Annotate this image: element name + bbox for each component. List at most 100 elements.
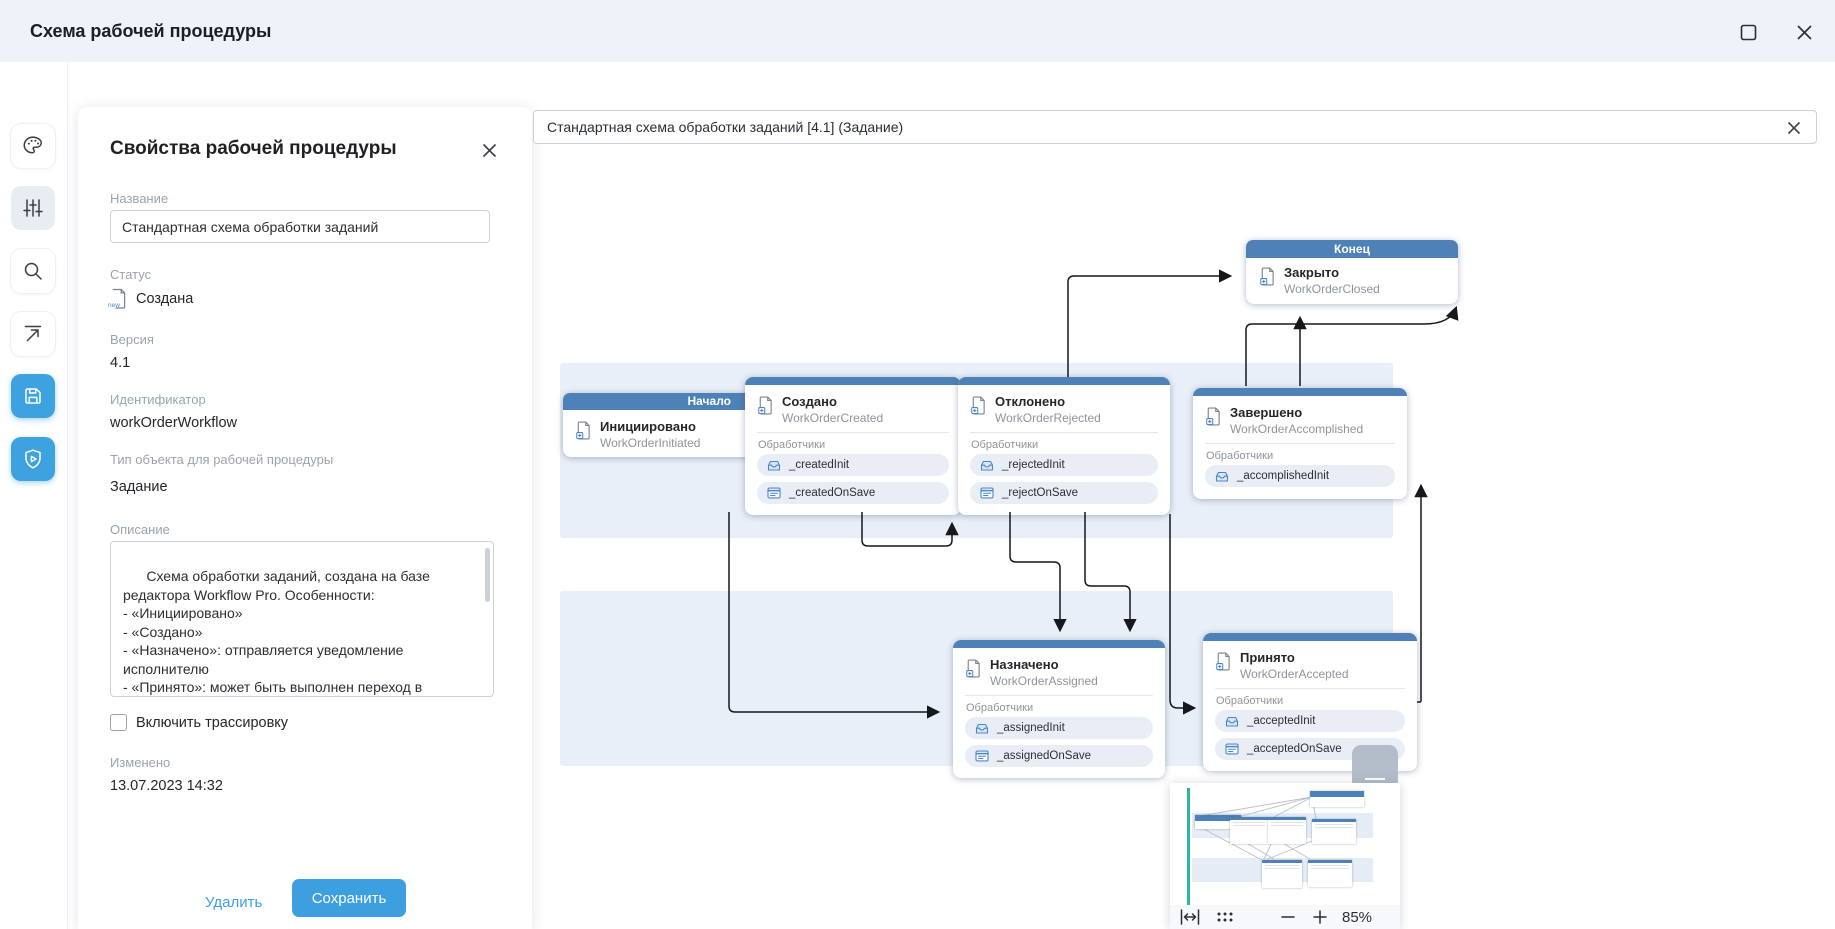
- minimap-node: [1308, 860, 1352, 887]
- validate-button[interactable]: [11, 437, 55, 481]
- export-button[interactable]: [11, 312, 55, 356]
- close-icon: [482, 143, 497, 158]
- handler-name: _assignedInit: [997, 722, 1065, 734]
- trace-checkbox[interactable]: [110, 714, 127, 731]
- node-assigned[interactable]: Назначено WorkOrderAssigned Обработчики …: [953, 640, 1165, 778]
- save-handler-icon: [767, 487, 781, 499]
- node-state: Создано: [782, 394, 883, 409]
- handler-name: _acceptedOnSave: [1247, 743, 1342, 755]
- plus-icon: [1312, 909, 1328, 925]
- close-icon: [1787, 121, 1801, 135]
- node-created[interactable]: Создано WorkOrderCreated Обработчики _cr…: [745, 377, 961, 515]
- tool-rail: [0, 62, 68, 929]
- handlers-label: Обработчики: [1193, 444, 1407, 465]
- handler-name: _createdInit: [789, 459, 849, 471]
- modified-label: Изменено: [110, 755, 170, 770]
- trace-checkbox-label: Включить трассировку: [136, 715, 288, 731]
- node-code: WorkOrderAccepted: [1240, 667, 1349, 681]
- node-state: Принято: [1240, 650, 1349, 665]
- handler-name: _rejectedInit: [1002, 459, 1065, 471]
- save-handler-icon: [980, 487, 994, 499]
- node-code: WorkOrderAccomplished: [1230, 422, 1363, 436]
- grid-button[interactable]: [1216, 910, 1234, 924]
- description-label: Описание: [110, 522, 170, 537]
- zoom-in-button[interactable]: [1312, 909, 1328, 925]
- handlers-label: Обработчики: [953, 696, 1165, 717]
- minimap-node: [1268, 817, 1306, 844]
- diagram-tab-close-button[interactable]: [1784, 118, 1804, 138]
- handler-chip[interactable]: _acceptedInit: [1215, 710, 1405, 732]
- window-header: Схема рабочей процедуры: [0, 0, 1835, 62]
- handler-chip[interactable]: _createdOnSave: [757, 482, 949, 504]
- init-handler-icon: [767, 459, 781, 472]
- delete-button[interactable]: Удалить: [205, 894, 262, 911]
- init-handler-icon: [1225, 715, 1239, 728]
- handlers-label: Обработчики: [958, 433, 1170, 454]
- edge-accepted-to-accomplished: [1417, 486, 1421, 702]
- state-doc-icon: [576, 421, 591, 440]
- save-button[interactable]: [11, 374, 55, 418]
- save-handler-icon: [1225, 743, 1239, 755]
- state-doc-icon: [971, 396, 986, 415]
- handler-name: _accomplishedInit: [1237, 470, 1329, 482]
- modified-value: 13.07.2023 14:32: [110, 778, 223, 794]
- node-accomplished[interactable]: Завершено WorkOrderAccomplished Обработч…: [1193, 388, 1407, 499]
- state-doc-icon: [1206, 407, 1221, 426]
- handler-name: _assignedOnSave: [997, 750, 1091, 762]
- palette-button[interactable]: [11, 124, 55, 168]
- close-button[interactable]: [1792, 20, 1816, 44]
- node-rejected[interactable]: Отклонено WorkOrderRejected Обработчики …: [958, 377, 1170, 515]
- handler-chip[interactable]: _assignedInit: [965, 717, 1153, 739]
- palette-icon: [21, 134, 45, 158]
- node-code: WorkOrderAssigned: [990, 674, 1098, 688]
- object-type-value: Задание: [110, 479, 168, 495]
- handler-chip[interactable]: _rejectOnSave: [970, 482, 1158, 504]
- node-code: WorkOrderRejected: [995, 411, 1101, 425]
- save-icon: [21, 384, 45, 408]
- maximize-button[interactable]: [1736, 20, 1760, 44]
- state-doc-icon: [966, 659, 981, 678]
- save-workflow-button[interactable]: Сохранить: [292, 879, 406, 917]
- node-header-bar: [1193, 388, 1407, 396]
- sliders-icon: [21, 196, 45, 220]
- node-state: Отклонено: [995, 394, 1101, 409]
- description-textarea[interactable]: Схема обработки заданий, создана на базе…: [110, 541, 494, 697]
- save-handler-icon: [975, 750, 989, 762]
- minimap-node: [1312, 819, 1356, 844]
- identifier-label: Идентификатор: [110, 392, 206, 407]
- handlers-label: Обработчики: [1203, 689, 1417, 710]
- handler-chip[interactable]: _createdInit: [757, 454, 949, 476]
- fit-width-icon: [1179, 908, 1201, 926]
- new-badge: new: [108, 302, 120, 309]
- node-state: Закрыто: [1284, 265, 1380, 280]
- handler-name: _rejectOnSave: [1002, 487, 1078, 499]
- panel-title: Свойства рабочей процедуры: [110, 138, 397, 160]
- minimap-node: [1230, 817, 1268, 844]
- minimap-panel[interactable]: 85%: [1170, 783, 1400, 929]
- textarea-scrollbar[interactable]: [485, 548, 490, 602]
- fit-width-button[interactable]: [1179, 908, 1201, 926]
- node-code: WorkOrderCreated: [782, 411, 883, 425]
- trace-checkbox-row[interactable]: Включить трассировку: [110, 714, 288, 731]
- node-code: WorkOrderInitiated: [600, 436, 700, 450]
- name-input[interactable]: [110, 210, 490, 243]
- diagram-tab[interactable]: Стандартная схема обработки заданий [4.1…: [533, 110, 1817, 144]
- node-header-bar: [953, 640, 1165, 648]
- handler-chip[interactable]: _assignedOnSave: [965, 745, 1153, 767]
- node-end[interactable]: Конец Закрыто WorkOrderClosed: [1246, 240, 1458, 304]
- panel-close-button[interactable]: [478, 139, 500, 161]
- new-document-icon: new: [110, 288, 127, 309]
- zoom-toolbar: 85%: [1170, 905, 1400, 929]
- settings-button[interactable]: [11, 186, 55, 230]
- minimap-node: [1310, 791, 1364, 807]
- zoom-out-button[interactable]: [1280, 909, 1296, 925]
- export-icon: [21, 322, 45, 346]
- window-title: Схема рабочей процедуры: [30, 21, 271, 42]
- handler-chip[interactable]: _rejectedInit: [970, 454, 1158, 476]
- node-state: Назначено: [990, 657, 1098, 672]
- handler-chip[interactable]: _accomplishedInit: [1205, 465, 1395, 487]
- search-button[interactable]: [11, 249, 55, 293]
- init-handler-icon: [1215, 470, 1229, 483]
- node-start[interactable]: Начало Инициировано WorkOrderInitiated: [563, 393, 759, 457]
- edge-rejected-to-end: [1068, 276, 1230, 377]
